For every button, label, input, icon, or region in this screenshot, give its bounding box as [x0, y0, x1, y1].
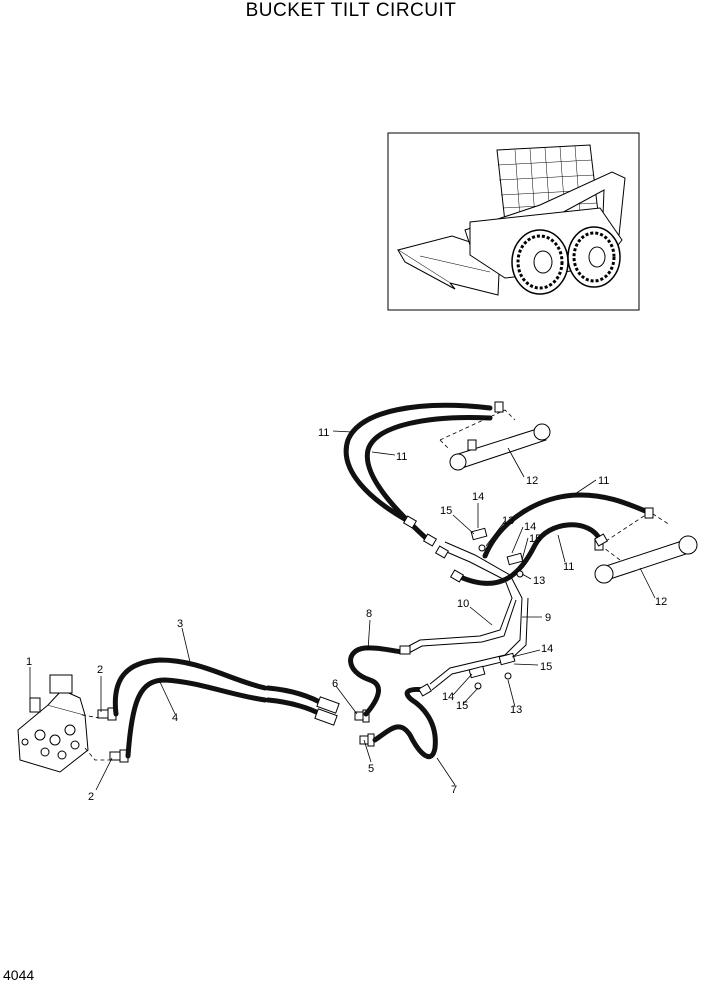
page-number: 4044	[3, 967, 35, 983]
hose-11-right-lower	[455, 522, 603, 586]
tube-10	[404, 549, 513, 649]
callout-11-b: 11	[396, 451, 407, 463]
hydraulic-schematic	[17, 401, 698, 773]
callout-11-a: 11	[318, 427, 329, 439]
callout-12-upper: 12	[526, 475, 538, 487]
hose-8	[348, 645, 408, 717]
callout-labels: 1 2 2 3 4 5 6 7 8 9 10 11 11 11 11 12 12…	[26, 427, 667, 803]
clamp-set-lower-left	[468, 665, 486, 690]
callout-4: 4	[172, 712, 178, 724]
hose-4	[125, 677, 268, 759]
page-title: BUCKET TILT CIRCUIT	[245, 0, 457, 21]
tube-9	[429, 541, 523, 685]
leader-lines	[29, 430, 656, 791]
callout-15-d: 15	[456, 700, 468, 712]
loader-inset	[387, 132, 640, 311]
control-valve	[17, 674, 89, 773]
callout-11-c: 11	[598, 475, 609, 487]
callout-11-d: 11	[563, 561, 574, 573]
callout-7: 7	[451, 784, 457, 796]
clamp-set-lower-right	[498, 652, 516, 680]
callout-14-a: 14	[472, 491, 484, 503]
callout-2-lower: 2	[88, 791, 94, 803]
callout-2-upper: 2	[97, 664, 103, 676]
hose-7	[372, 687, 438, 760]
callout-15-a: 15	[440, 505, 452, 517]
callout-8: 8	[366, 608, 372, 620]
callout-6: 6	[332, 678, 338, 690]
hose-11-inner	[364, 415, 493, 543]
tilt-cylinder-upper	[439, 401, 551, 471]
fitting-5	[359, 733, 375, 747]
tilt-cylinder-lower	[594, 507, 698, 584]
clamp-set-upper-right	[506, 552, 524, 578]
rear-wheel	[567, 226, 621, 288]
callout-13-b: 13	[533, 575, 545, 587]
callout-13-a: 13	[502, 515, 514, 527]
callout-15-b: 15	[529, 533, 541, 545]
callout-14-c: 14	[541, 643, 553, 655]
clamp-set-upper-left	[470, 527, 488, 552]
callout-1: 1	[26, 656, 32, 668]
hose-11-outer	[343, 402, 493, 525]
callout-14-d: 14	[442, 691, 454, 703]
skid-steer-loader-illustration	[396, 144, 626, 296]
fitting-lower	[109, 749, 129, 763]
hose-3	[112, 657, 268, 717]
callout-3: 3	[177, 618, 183, 630]
callout-12-lower: 12	[655, 596, 667, 608]
callout-5: 5	[368, 763, 374, 775]
front-wheel	[511, 229, 569, 295]
callout-9: 9	[545, 612, 551, 624]
callout-14-b: 14	[524, 521, 536, 533]
hose-11-right-upper	[482, 492, 651, 559]
callout-13-c: 13	[510, 704, 522, 716]
callout-15-c: 15	[540, 661, 552, 673]
callout-10: 10	[457, 598, 469, 610]
